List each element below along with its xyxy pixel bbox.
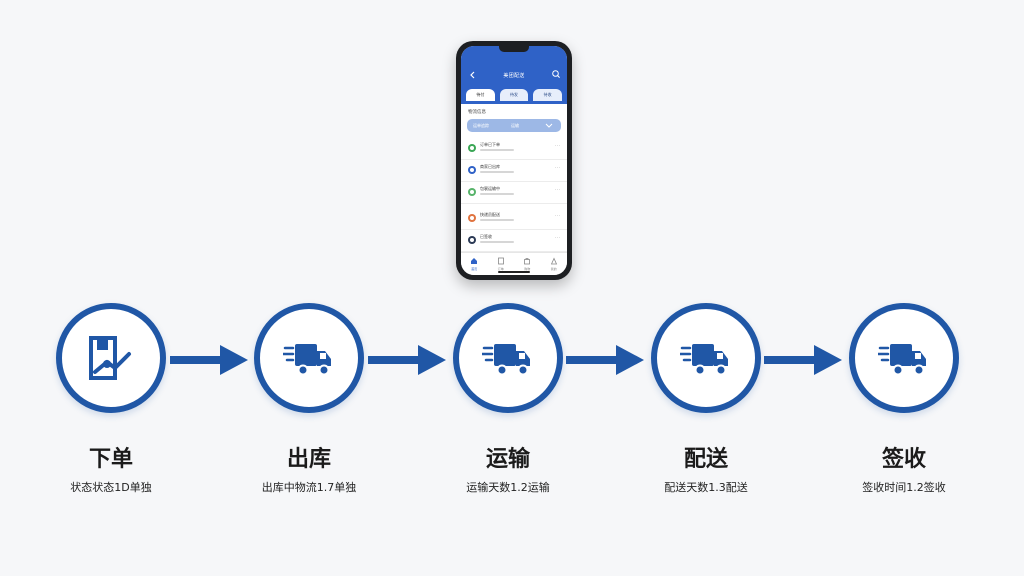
list-item-label: 包裹运输中: [480, 186, 500, 191]
nav-label: 订单: [497, 267, 504, 271]
step-signed-circle: [849, 303, 959, 413]
delivery-truck-icon: [283, 344, 331, 376]
phone-mockup: 美团配送 待付 待发 待收 物流信息 运单追踪 运输 订单已下单: [456, 41, 572, 280]
list-item-subline: [480, 241, 514, 243]
step-transport-title: 运输: [485, 447, 530, 472]
step-signed-title: 签收: [881, 447, 926, 472]
tracking-bar[interactable]: 运单追踪 运输: [467, 119, 561, 132]
nav-item-orders[interactable]: 订单: [488, 253, 515, 275]
nav-item-profile[interactable]: 我的: [541, 253, 568, 275]
bag-icon: [524, 258, 531, 265]
list-item-label: 商家已出库: [480, 164, 500, 169]
list-item[interactable]: 快递员配送 ···: [461, 208, 567, 230]
list-item[interactable]: 已签收 ···: [461, 230, 567, 252]
tab-pending-receipt[interactable]: 待收: [533, 89, 563, 101]
arrow-right-icon: [764, 345, 842, 375]
nav-label: 首页: [471, 267, 478, 271]
home-icon: [471, 258, 478, 264]
status-dot-icon: [468, 214, 476, 222]
nav-item-shop[interactable]: 购物: [514, 253, 541, 275]
tracking-label: 运单追踪: [473, 123, 489, 128]
home-indicator: [498, 271, 530, 273]
step-order-circle: [56, 303, 166, 413]
status-dot-icon: [468, 166, 476, 174]
tab-pending-shipment[interactable]: 待发: [499, 89, 529, 101]
arrow-right-icon: [566, 345, 644, 375]
user-icon: [550, 257, 557, 265]
app-title: 美团配送: [503, 73, 525, 79]
step-delivery-circle: [651, 303, 761, 413]
list-item-subline: [480, 171, 514, 173]
list-item[interactable]: 包裹运输中 ···: [461, 182, 567, 204]
step-delivery-title: 配送: [683, 447, 728, 472]
status-dot-icon: [468, 236, 476, 244]
more-icon[interactable]: ···: [554, 235, 561, 241]
step-outbound-title: 出库: [286, 447, 331, 472]
step-transport-circle: [453, 303, 563, 413]
step-delivery-desc: 配送天数1.3配送: [664, 481, 748, 494]
step-order-title: 下单: [88, 447, 133, 472]
tab-pending-payment[interactable]: 待付: [466, 89, 495, 101]
status-dot-icon: [468, 144, 476, 152]
nav-label: 我的: [550, 267, 557, 271]
list-item-subline: [480, 149, 514, 151]
arrow-right-icon: [170, 345, 248, 375]
arrow-right-icon: [368, 345, 446, 375]
order-box-icon: [89, 336, 131, 380]
phone-screen: 美团配送 待付 待发 待收 物流信息 运单追踪 运输 订单已下单: [461, 46, 567, 275]
delivery-truck-icon: [878, 344, 926, 376]
delivery-truck-icon: [680, 344, 728, 376]
step-outbound-desc: 出库中物流1.7单独: [261, 481, 357, 494]
more-icon[interactable]: ···: [554, 213, 561, 219]
step-transport-desc: 运输天数1.2运输: [466, 481, 550, 494]
back-arrow-icon[interactable]: [468, 70, 478, 80]
step-outbound-circle: [254, 303, 364, 413]
search-icon[interactable]: [551, 69, 561, 79]
list-item-label: 订单已下单: [480, 142, 500, 147]
list-item[interactable]: 订单已下单 ···: [461, 138, 567, 160]
delivery-truck-icon: [482, 344, 530, 376]
list-item-label: 快递员配送: [480, 212, 500, 217]
more-icon[interactable]: ···: [554, 143, 561, 149]
step-order-desc: 状态状态1D单独: [70, 481, 152, 494]
bottom-nav: 首页 订单 购物 我的: [461, 252, 567, 275]
chevron-down-icon: [545, 123, 553, 128]
summary-label: 物流信息: [468, 110, 486, 115]
list-item-subline: [480, 219, 514, 221]
status-dot-icon: [468, 188, 476, 196]
more-icon[interactable]: ···: [554, 187, 561, 193]
tracking-status: 运输: [511, 123, 519, 128]
nav-label: 购物: [524, 267, 531, 271]
app-header: 美团配送 待付 待发 待收: [461, 46, 567, 104]
logistics-list: 订单已下单 ··· 商家已出库 ··· 包裹运输中 ··· 快递员配送 ···: [461, 138, 567, 252]
nav-item-home[interactable]: 首页: [461, 253, 488, 275]
list-icon: [497, 257, 504, 265]
list-item[interactable]: 商家已出库 ···: [461, 160, 567, 182]
step-signed-desc: 签收时间1.2签收: [862, 481, 946, 494]
order-tabs: 待付 待发 待收: [466, 89, 563, 101]
list-item-label: 已签收: [480, 234, 492, 239]
list-item-subline: [480, 193, 514, 195]
more-icon[interactable]: ···: [554, 165, 561, 171]
phone-notch: [499, 46, 529, 52]
